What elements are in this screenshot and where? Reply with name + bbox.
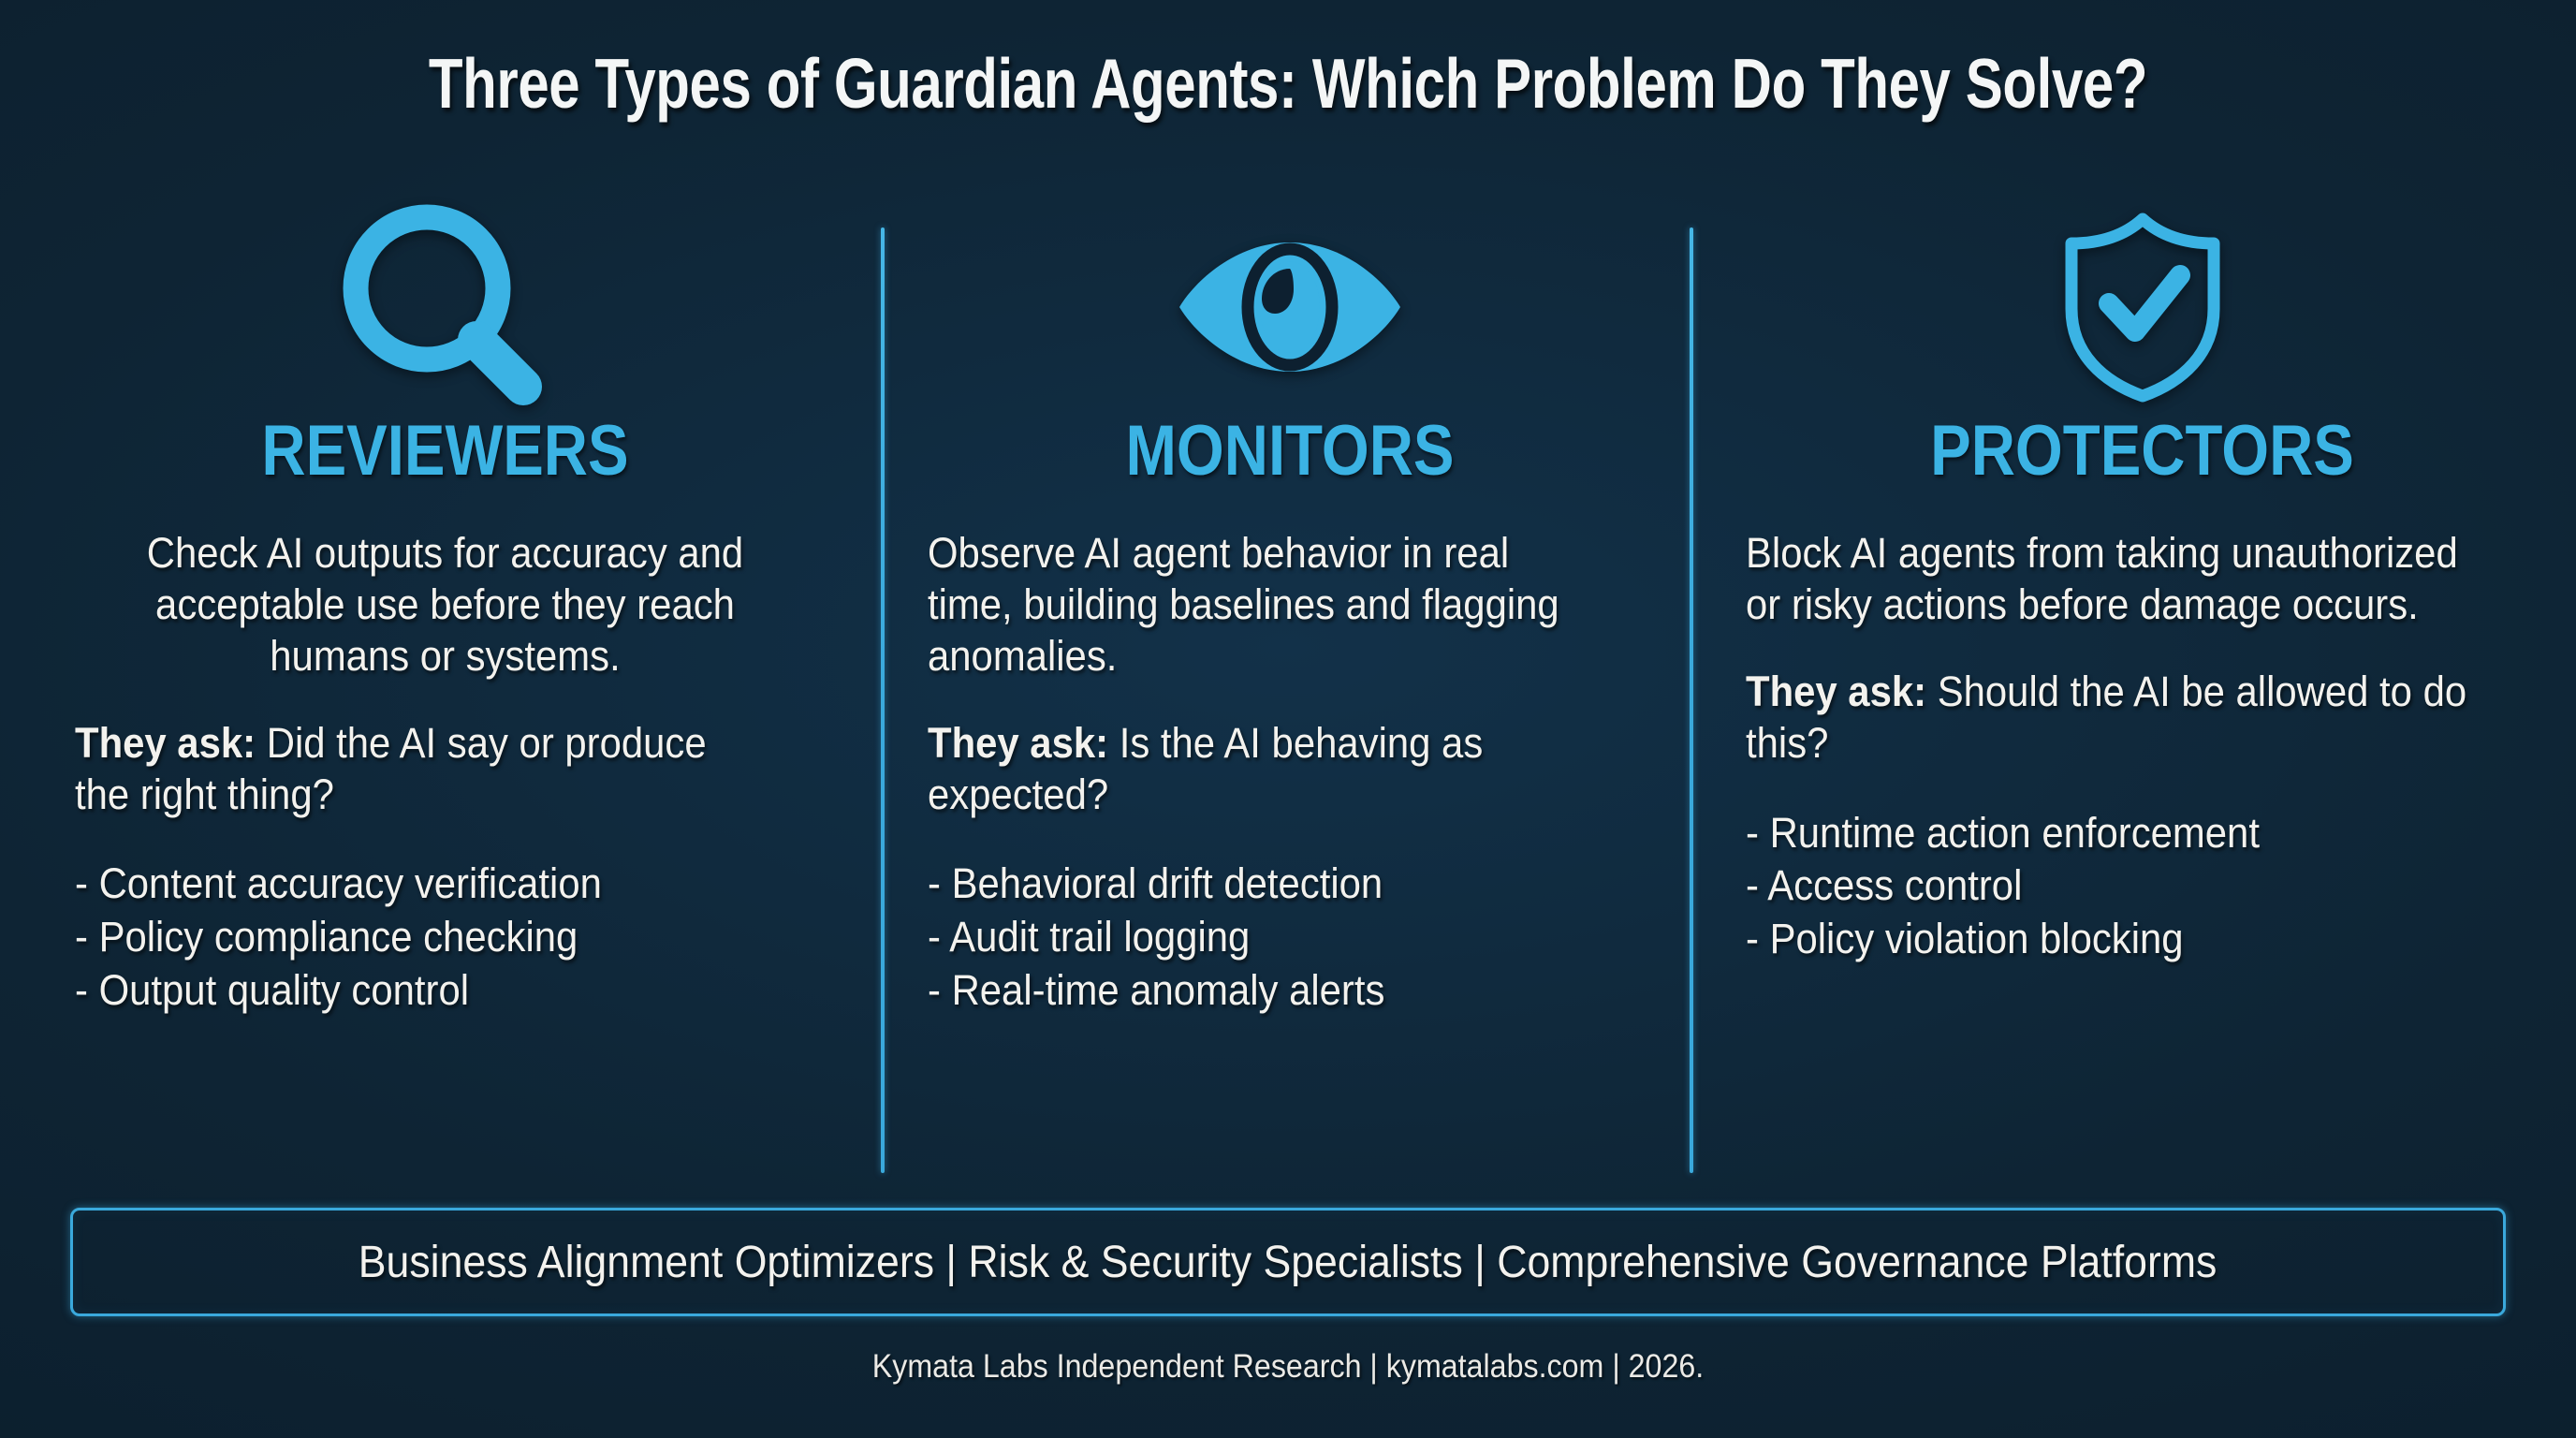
column-description-monitors: Observe AI agent behavior in real time, … [928,529,1559,680]
ask-question: Should the AI be allowed to do this? [1746,667,2467,767]
column-divider-1 [881,227,885,1173]
column-heading-monitors: MONITORS [1125,411,1455,491]
column-description-protectors: Block AI agents from taking unauthorized… [1746,529,2458,628]
column-ask-monitors: They ask: Is the AI behaving as expected… [928,718,1602,821]
column-description-reviewers: Check AI outputs for accuracy and accept… [146,529,744,680]
list-item: - Runtime action enforcement [1746,808,2260,857]
summary-banner-text: Business Alignment Optimizers | Risk & S… [359,1237,2217,1287]
ask-label: They ask: [75,718,256,767]
list-item: - Content accuracy verification [75,859,602,908]
list-item: - Policy compliance checking [75,913,578,961]
list-item: - Audit trail logging [928,913,1251,961]
ask-question: Did the AI say or produce the right thin… [75,718,707,818]
column-heading-protectors: PROTECTORS [1930,411,2354,491]
list-item: - Real-time anomaly alerts [928,965,1385,1014]
summary-banner: Business Alignment Optimizers | Risk & S… [70,1208,2506,1316]
list-item: - Policy violation blocking [1746,914,2184,962]
ask-label: They ask: [928,718,1109,767]
list-item: - Output quality control [75,965,470,1014]
eye-icon [928,211,1652,403]
column-bullets-protectors: - Runtime action enforcement - Access co… [1746,807,2483,966]
shield-check-icon [1746,211,2539,403]
column-heading-reviewers: REVIEWERS [261,411,629,491]
column-monitors: MONITORS Observe AI agent behavior in re… [881,211,1690,1018]
footer-credit: Kymata Labs Independent Research | kymat… [871,1348,1705,1385]
page-title: Three Types of Guardian Agents: Which Pr… [428,44,2148,123]
column-bullets-reviewers: - Content accuracy verification - Policy… [75,858,764,1017]
list-item: - Access control [1746,861,2023,910]
column-ask-protectors: They ask: Should the AI be allowed to do… [1746,667,2483,770]
ask-question: Is the AI behaving as expected? [928,718,1484,818]
ask-label: They ask: [1746,667,1927,715]
magnifier-icon [75,204,815,405]
column-bullets-monitors: - Behavioral drift detection - Audit tra… [928,858,1602,1017]
columns-container: REVIEWERS Check AI outputs for accuracy … [0,204,2576,1018]
list-item: - Behavioral drift detection [928,859,1383,908]
column-reviewers: REVIEWERS Check AI outputs for accuracy … [0,204,881,1018]
column-divider-2 [1690,227,1693,1173]
column-protectors: PROTECTORS Block AI agents from taking u… [1690,211,2576,1018]
column-ask-reviewers: They ask: Did the AI say or produce the … [75,718,764,821]
